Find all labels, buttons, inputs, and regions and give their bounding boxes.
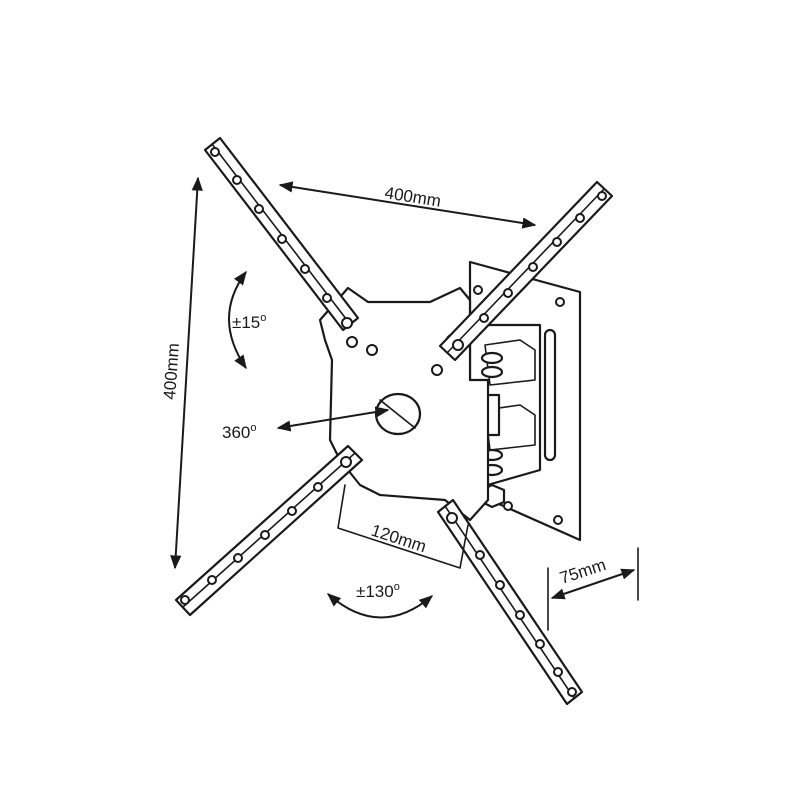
arm-top-left	[203, 136, 360, 332]
label-tilt: ±15o	[232, 312, 266, 332]
arm-bottom-right	[436, 498, 584, 706]
label-hole-spacing: 120mm	[369, 521, 429, 557]
arm-top-right	[438, 180, 614, 362]
label-rotation: 360o	[222, 422, 257, 442]
dim-swivel: ±130o	[326, 581, 434, 619]
arm-bottom-left	[174, 444, 364, 617]
label-height-left: 400mm	[160, 342, 183, 400]
dim-tilt: ±15o	[228, 270, 266, 370]
label-swivel: ±130o	[356, 581, 400, 601]
wall-plate-slot	[543, 328, 557, 462]
dim-width-top: 400mm	[278, 181, 537, 229]
label-wall-distance: 75mm	[557, 555, 608, 588]
dim-rotation: 360o	[222, 406, 390, 442]
dim-wall-distance: 75mm	[547, 547, 639, 631]
dim-height-left: 400mm	[160, 176, 203, 570]
